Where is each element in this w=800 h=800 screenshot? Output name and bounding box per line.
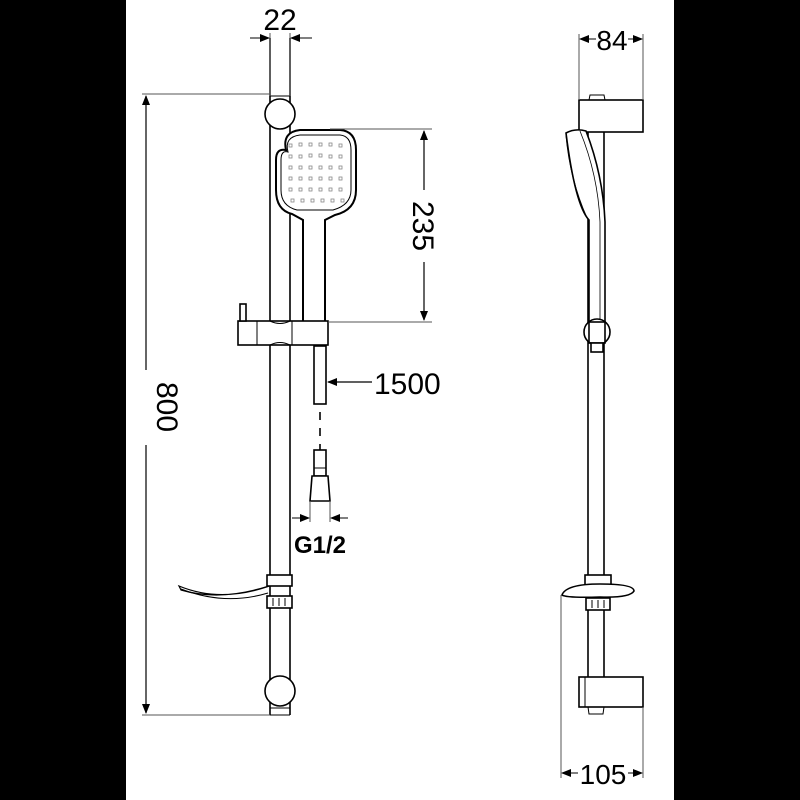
rail-height-label: 800 (150, 382, 183, 432)
dimension-rail-height (142, 93, 270, 716)
connection-thread-label: G1/2 (294, 532, 346, 559)
rail-width-label: 22 (263, 4, 296, 37)
bottom-bracket-depth-label: 105 (580, 759, 627, 790)
dimension-handshower-length (328, 128, 432, 323)
soap-dish (177, 574, 293, 609)
top-bracket-depth-label: 84 (596, 25, 627, 56)
dimension-top-bracket-depth (578, 34, 644, 100)
hand-shower (275, 129, 357, 323)
side-slider-holder (583, 318, 611, 353)
side-view (561, 94, 644, 715)
handshower-length-label: 235 (406, 201, 439, 251)
dimension-connection-thread (292, 501, 348, 522)
front-view (177, 38, 357, 716)
side-top-bracket (578, 94, 644, 133)
bottom-wall-bracket (264, 675, 296, 716)
dimension-bottom-bracket-depth (560, 595, 644, 778)
side-handshower (565, 129, 606, 323)
slider-holder (237, 303, 329, 346)
hose (309, 345, 331, 502)
top-wall-bracket (264, 95, 296, 130)
hose-length-label: 1500 (374, 368, 441, 401)
side-bottom-bracket (578, 676, 644, 715)
spray-nozzles (288, 142, 345, 203)
side-soap-dish (561, 574, 635, 611)
dimension-rail-width (250, 33, 312, 96)
